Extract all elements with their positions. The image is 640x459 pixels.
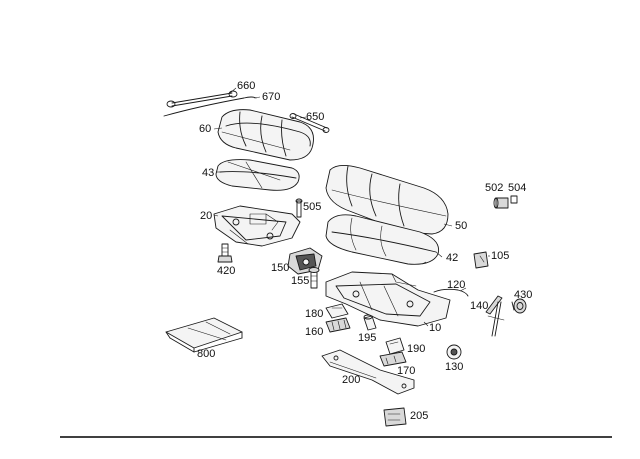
seat-frame-20 xyxy=(213,205,301,247)
callout-800: 800 xyxy=(197,348,215,360)
callout-20: 20 xyxy=(200,210,212,222)
callout-195: 195 xyxy=(358,332,376,344)
support-200 xyxy=(321,349,415,395)
backrest-50 xyxy=(325,165,449,235)
callout-43: 43 xyxy=(202,167,214,179)
foam-cushion-43 xyxy=(215,159,300,191)
bracket-105 xyxy=(473,251,489,269)
callout-150: 150 xyxy=(271,262,289,274)
callout-10: 10 xyxy=(429,322,441,334)
callout-190: 190 xyxy=(407,343,425,355)
callout-42: 42 xyxy=(446,252,458,264)
callout-120: 120 xyxy=(447,279,465,291)
callout-205: 205 xyxy=(410,410,428,422)
switch-160 xyxy=(325,317,351,333)
leader-lines xyxy=(213,87,490,327)
callout-170: 170 xyxy=(397,365,415,377)
lower-cushion-42 xyxy=(325,214,440,265)
callout-504: 504 xyxy=(508,182,526,194)
callout-50: 50 xyxy=(455,220,467,232)
callout-670: 670 xyxy=(262,91,280,103)
cable-120 xyxy=(433,288,469,297)
main-frame-10 xyxy=(325,271,451,327)
callout-502: 502 xyxy=(485,182,503,194)
connector-170 xyxy=(379,351,407,367)
callout-60: 60 xyxy=(199,123,211,135)
mat-800 xyxy=(165,317,243,353)
callout-420: 420 xyxy=(217,265,235,277)
bolt-420 xyxy=(217,243,233,263)
callout-160: 160 xyxy=(305,326,323,338)
rail-140 xyxy=(485,295,505,337)
bracket-502 xyxy=(493,197,509,209)
callout-650: 650 xyxy=(306,111,324,123)
callout-660: 660 xyxy=(237,80,255,92)
callout-430: 430 xyxy=(514,289,532,301)
callout-105: 105 xyxy=(491,250,509,262)
callout-505: 505 xyxy=(303,201,321,213)
callout-180: 180 xyxy=(305,308,323,320)
screw-155 xyxy=(308,267,320,289)
rod-660 xyxy=(166,90,238,108)
clip-504 xyxy=(510,195,518,204)
bar-650 xyxy=(289,113,330,133)
callout-155: 155 xyxy=(291,275,309,287)
callout-200: 200 xyxy=(342,374,360,386)
wire-670 xyxy=(163,96,257,117)
connector-190 xyxy=(385,337,405,355)
bushing-430 xyxy=(511,298,527,314)
module-180 xyxy=(325,303,349,319)
seat-cushion-60 xyxy=(217,109,314,161)
callouts: 660 670 650 60 43 20 505 420 150 155 502… xyxy=(197,80,532,422)
knob-130 xyxy=(446,344,462,360)
pin-505 xyxy=(295,198,303,218)
bracket-205 xyxy=(383,407,407,427)
cylinder-195 xyxy=(363,314,377,331)
callout-140: 140 xyxy=(470,300,488,312)
callout-130: 130 xyxy=(445,361,463,373)
